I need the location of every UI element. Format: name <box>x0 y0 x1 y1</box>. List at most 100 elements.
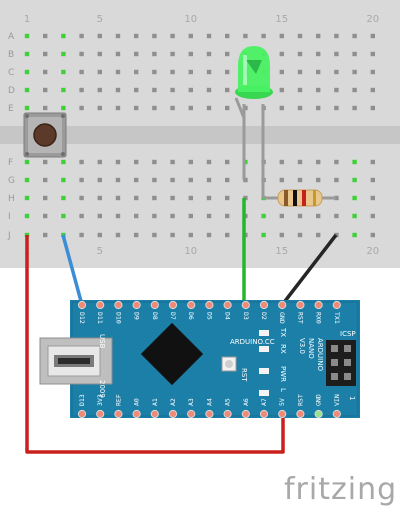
icsp-pin <box>331 359 338 366</box>
breadboard-hole <box>225 33 230 39</box>
breadboard-hole <box>188 33 193 39</box>
pin-label: A4 <box>205 398 213 406</box>
breadboard-hole <box>352 69 357 75</box>
pin-header <box>259 409 269 419</box>
breadboard-hole <box>206 213 212 219</box>
icsp-label: ICSP <box>340 330 356 338</box>
pin-label: A1 <box>151 398 159 406</box>
icsp-pin <box>331 345 338 352</box>
breadboard-hole <box>134 33 139 39</box>
breadboard-hole <box>297 105 303 111</box>
pin-header <box>168 409 178 419</box>
breadboard-hole <box>334 177 339 183</box>
board-led-label: PWR <box>279 366 287 382</box>
pin-header <box>114 300 123 310</box>
breadboard-hole <box>188 177 193 183</box>
breadboard-hole <box>43 213 48 219</box>
breadboard-hole <box>370 51 375 57</box>
breadboard-hole <box>279 105 284 111</box>
pin-header <box>205 300 214 310</box>
pin-header <box>314 409 323 419</box>
breadboard-hole <box>97 195 102 201</box>
breadboard-hole <box>316 69 321 75</box>
icsp-pin <box>344 359 351 366</box>
row-label: F <box>8 158 13 168</box>
breadboard-hole <box>170 159 175 165</box>
pin-label: D5 <box>205 312 213 320</box>
breadboard-hole <box>334 105 339 111</box>
breadboard-hole <box>188 195 193 201</box>
pin-label: A7 <box>260 398 268 406</box>
breadboard-hole <box>24 159 30 165</box>
breadboard-hole <box>188 69 193 75</box>
pin-label: D2 <box>260 312 268 320</box>
breadboard-hole <box>225 105 230 111</box>
breadboard-hole <box>152 33 157 39</box>
breadboard-hole <box>279 87 284 93</box>
breadboard-hole <box>206 51 212 57</box>
pin-label: D10 <box>114 312 122 324</box>
breadboard-hole <box>134 159 139 165</box>
breadboard-hole <box>134 51 139 57</box>
breadboard-hole <box>61 177 66 183</box>
pin-header <box>132 409 141 419</box>
board-led <box>259 346 269 352</box>
breadboard-hole <box>225 69 230 75</box>
breadboard-hole <box>352 232 357 238</box>
breadboard-hole <box>206 87 212 93</box>
breadboard-hole <box>352 177 357 183</box>
pin-header <box>205 409 214 419</box>
breadboard-hole <box>43 177 48 183</box>
pin-header <box>150 300 159 310</box>
row-label: E <box>8 104 14 114</box>
pin-header <box>241 409 250 419</box>
resistor-body <box>277 189 323 207</box>
pin-one-label: 1 <box>348 396 356 400</box>
pin-header <box>332 300 341 310</box>
breadboard-hole <box>134 195 139 201</box>
pin-header <box>96 300 105 310</box>
row-label: J <box>7 231 11 241</box>
column-number: 1 <box>24 14 30 25</box>
breadboard-hole <box>297 51 303 57</box>
breadboard-holes <box>24 33 375 238</box>
breadboard-hole <box>279 33 284 39</box>
breadboard-hole <box>352 51 357 57</box>
pin-header <box>77 409 87 419</box>
breadboard-hole <box>61 51 66 57</box>
breadboard-hole <box>370 213 375 219</box>
breadboard-hole <box>170 232 175 238</box>
breadboard-hole <box>43 51 48 57</box>
breadboard-hole <box>370 87 375 93</box>
breadboard-hole <box>316 51 321 57</box>
breadboard-hole <box>134 177 139 183</box>
pin-label: REF <box>114 394 122 406</box>
breadboard-hole <box>225 195 230 201</box>
pin-header <box>96 409 105 419</box>
breadboard-hole <box>24 177 30 183</box>
breadboard-hole <box>243 33 248 39</box>
breadboard-hole <box>279 69 284 75</box>
breadboard-hole <box>279 159 284 165</box>
breadboard-hole <box>79 232 84 238</box>
breadboard-hole <box>97 51 102 57</box>
breadboard-hole <box>61 213 66 219</box>
breadboard-hole <box>79 51 84 57</box>
model-line-1: ARDUINO <box>316 338 324 371</box>
breadboard-hole <box>225 177 230 183</box>
led-green <box>234 46 273 198</box>
breadboard-hole <box>115 232 121 238</box>
breadboard-hole <box>152 51 157 57</box>
breadboard-hole <box>370 159 375 165</box>
pin-header <box>77 300 87 310</box>
breadboard-hole <box>115 87 121 93</box>
breadboard-hole <box>115 51 121 57</box>
breadboard-hole <box>206 195 212 201</box>
pin-label: A3 <box>187 398 195 406</box>
pin-label: D9 <box>133 312 141 320</box>
breadboard-hole <box>24 213 30 219</box>
breadboard-hole <box>297 69 303 75</box>
